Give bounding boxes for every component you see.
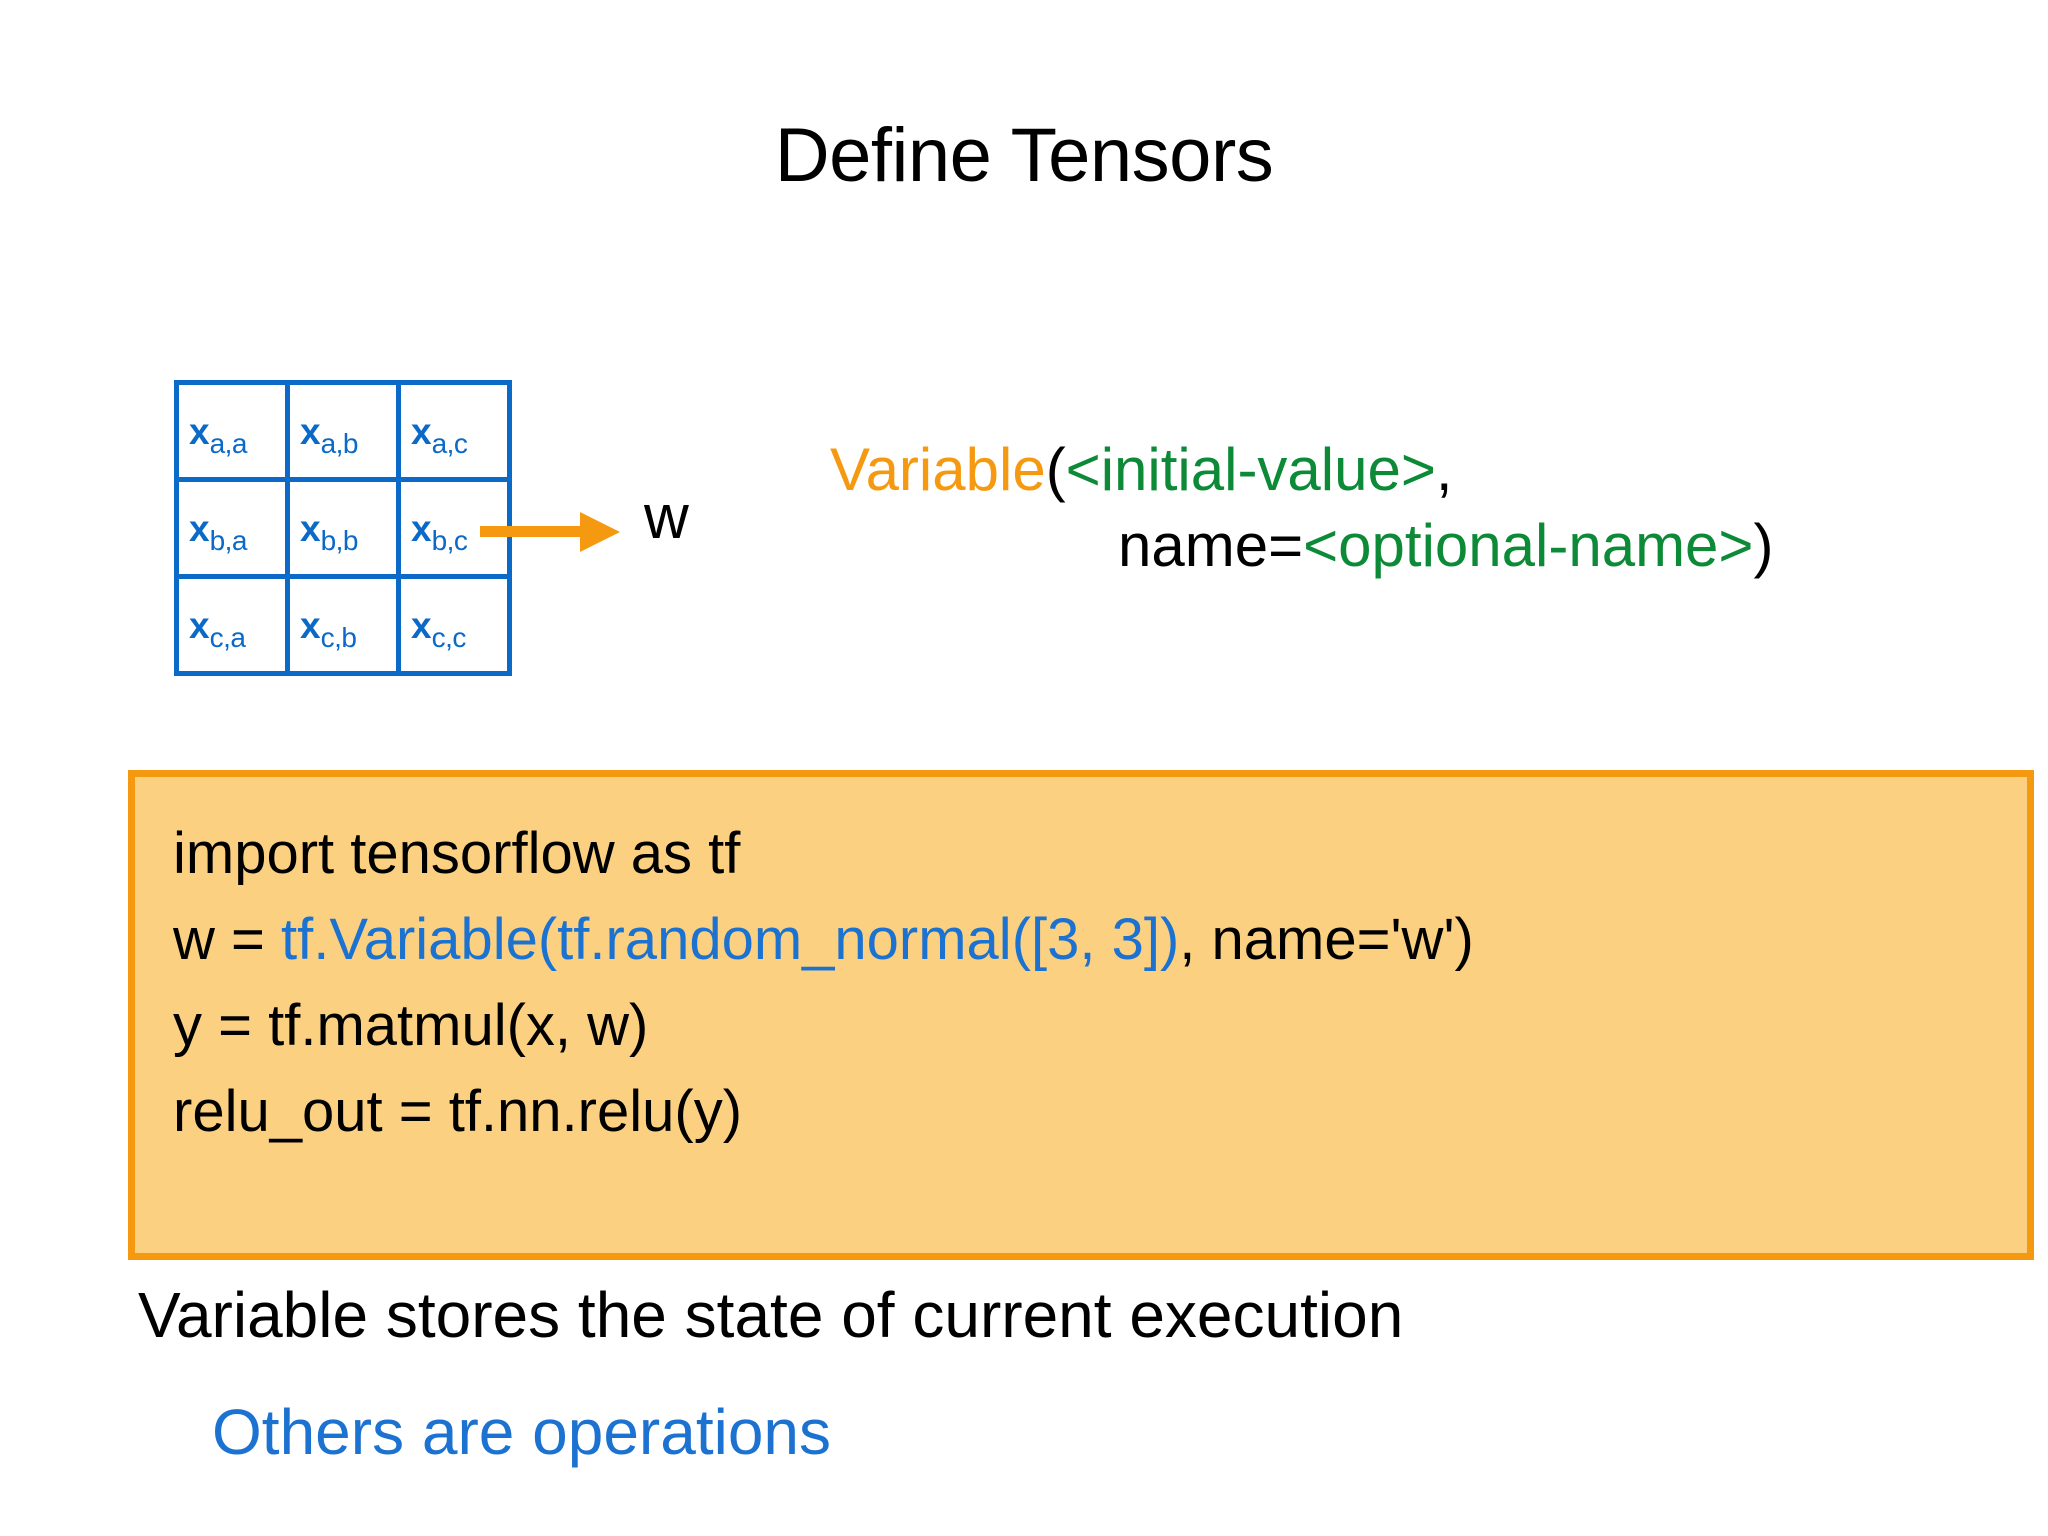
code-text-highlight: tf.Variable(tf.random_normal([3, 3])	[281, 907, 1180, 972]
matrix-body: xa,a xa,b xa,c xb,a xb,b xb,c xc,a xc,b …	[174, 380, 512, 676]
matrix-cell: xb,b	[285, 477, 401, 579]
code-text: import tensorflow as tf	[173, 821, 741, 886]
matrix-cell-sub: c,a	[209, 621, 246, 653]
matrix-cell-sub: a,c	[431, 427, 468, 459]
table-row: xc,a xc,b xc,c	[174, 574, 512, 676]
matrix-cell: xc,b	[285, 574, 401, 676]
matrix-cell-sub: b,b	[320, 524, 359, 556]
tensor-matrix: xa,a xa,b xa,c xb,a xb,b xb,c xc,a xc,b …	[174, 380, 512, 676]
matrix-cell-var: x	[411, 507, 432, 549]
signature-close-paren: )	[1753, 512, 1774, 579]
signature-fn-name: Variable	[830, 436, 1046, 503]
code-text: w =	[173, 907, 281, 972]
code-line-4: relu_out = tf.nn.relu(y)	[173, 1069, 2027, 1155]
matrix-cell: xb,a	[174, 477, 290, 579]
signature-kwarg-name: name=	[1118, 512, 1304, 579]
matrix-cell: xa,c	[396, 380, 512, 482]
signature-line-2: name=<optional-name>)	[830, 508, 1773, 584]
matrix-output-label: w	[644, 483, 689, 552]
matrix-cell-sub: c,c	[431, 621, 467, 653]
code-line-3: y = tf.matmul(x, w)	[173, 983, 2027, 1069]
signature-arg-optional-name: <optional-name>	[1303, 512, 1754, 579]
matrix-cell-var: x	[300, 507, 321, 549]
signature-arg-initial-value: <initial-value>	[1065, 436, 1436, 503]
matrix-cell-var: x	[300, 410, 321, 452]
matrix-cell-var: x	[189, 410, 210, 452]
matrix-cell-var: x	[300, 604, 321, 646]
arrow-shaft	[480, 526, 588, 537]
variable-signature: Variable(<initial-value>, name=<optional…	[830, 432, 1773, 584]
matrix-cell-var: x	[189, 604, 210, 646]
matrix-cell-var: x	[411, 410, 432, 452]
matrix-cell: xa,a	[174, 380, 290, 482]
matrix-cell-sub: b,c	[431, 524, 468, 556]
matrix-cell-sub: a,a	[209, 427, 248, 459]
matrix-cell-sub: a,b	[320, 427, 359, 459]
page-title: Define Tensors	[774, 113, 1274, 198]
matrix-cell-var: x	[411, 604, 432, 646]
matrix-cell-sub: c,b	[320, 621, 357, 653]
code-text: , name='w')	[1179, 907, 1474, 972]
bullet-variable-state: Variable stores the state of current exe…	[138, 1279, 1404, 1351]
bullet-others-operations: Others are operations	[212, 1396, 831, 1468]
code-text: relu_out = tf.nn.relu(y)	[173, 1079, 743, 1144]
code-block: import tensorflow as tf w = tf.Variable(…	[128, 770, 2034, 1260]
signature-open-paren: (	[1045, 436, 1066, 503]
table-row: xa,a xa,b xa,c	[174, 380, 512, 482]
code-line-1: import tensorflow as tf	[173, 811, 2027, 897]
table-row: xb,a xb,b xb,c	[174, 477, 512, 579]
code-line-2: w = tf.Variable(tf.random_normal([3, 3])…	[173, 897, 2027, 983]
arrow-head	[580, 512, 620, 552]
code-text: y = tf.matmul(x, w)	[173, 993, 649, 1058]
matrix-cell: xa,b	[285, 380, 401, 482]
signature-comma: ,	[1435, 436, 1453, 503]
matrix-cell-var: x	[189, 507, 210, 549]
signature-line-1: Variable(<initial-value>,	[830, 432, 1773, 508]
matrix-cell: xc,c	[396, 574, 512, 676]
matrix-cell-sub: b,a	[209, 524, 248, 556]
matrix-cell: xc,a	[174, 574, 290, 676]
right-arrow-icon	[480, 512, 640, 552]
